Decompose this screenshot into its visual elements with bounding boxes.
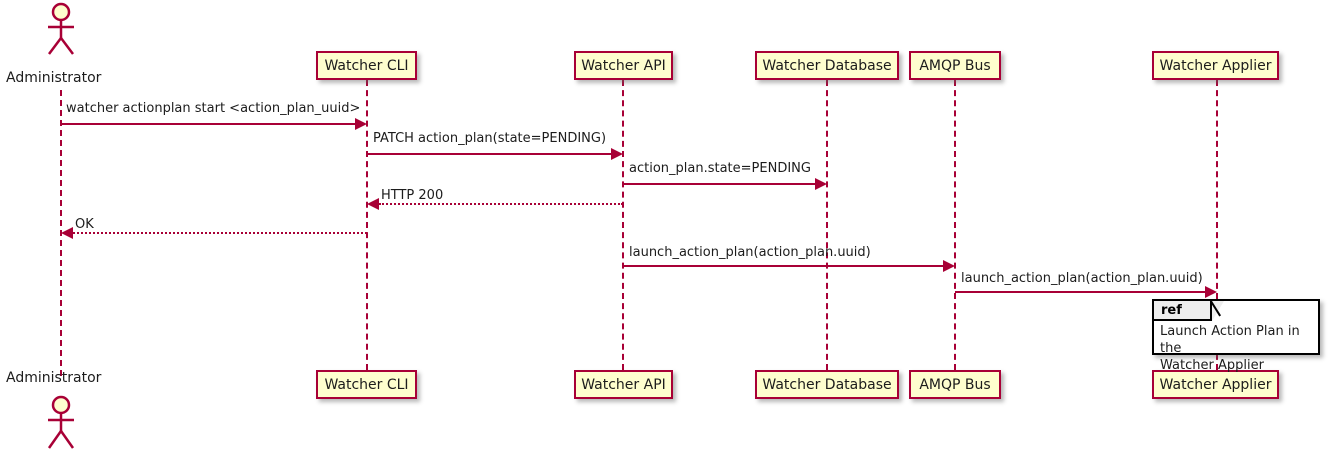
actor-administrator-top	[48, 2, 74, 55]
message-line-ok	[73, 232, 367, 234]
participant-box-watcher-database-top[interactable]: Watcher Database	[755, 51, 899, 80]
lifeline-watcher-cli	[366, 80, 368, 370]
lifeline-watcher-database	[826, 80, 828, 370]
message-line-http-200	[379, 203, 623, 205]
message-line-action-plan-state-pending	[623, 183, 815, 185]
ref-fragment-text: Launch Action Plan in the Watcher Applie…	[1160, 324, 1300, 373]
participant-box-watcher-applier-top[interactable]: Watcher Applier	[1152, 51, 1279, 80]
message-line-launch-action-plan-api-to-bus	[623, 265, 943, 267]
message-label-ok: OK	[75, 217, 94, 232]
lifeline-watcher-api	[622, 80, 624, 370]
message-arrowhead-watcher-actionplan-start	[355, 118, 367, 130]
message-arrowhead-launch-action-plan-bus-to-applier	[1205, 286, 1217, 298]
participant-box-amqp-bus-top[interactable]: AMQP Bus	[909, 51, 1001, 80]
participant-box-watcher-applier-bottom[interactable]: Watcher Applier	[1152, 370, 1279, 399]
participant-box-watcher-api-top[interactable]: Watcher API	[574, 51, 673, 80]
ref-fragment-tab-label: ref	[1154, 301, 1212, 321]
message-arrowhead-action-plan-state-pending	[815, 178, 827, 190]
message-label-launch-action-plan-api-to-bus: launch_action_plan(action_plan.uuid)	[629, 245, 871, 260]
participant-box-watcher-cli-top[interactable]: Watcher CLI	[316, 51, 417, 80]
message-label-http-200: HTTP 200	[381, 188, 444, 203]
message-arrowhead-patch-action-plan	[611, 148, 623, 160]
ref-fragment-tab-notch	[1212, 301, 1224, 321]
participant-box-watcher-api-bottom[interactable]: Watcher API	[574, 370, 673, 399]
message-label-watcher-actionplan-start: watcher actionplan start <action_plan_uu…	[66, 101, 361, 116]
participant-box-amqp-bus-bottom[interactable]: AMQP Bus	[909, 370, 1001, 399]
participant-box-watcher-database-bottom[interactable]: Watcher Database	[755, 370, 899, 399]
message-arrowhead-http-200	[367, 198, 379, 210]
lifeline-amqp-bus	[954, 80, 956, 370]
message-arrowhead-ok	[61, 227, 73, 239]
lifeline-watcher-applier	[1216, 80, 1218, 370]
message-line-watcher-actionplan-start	[61, 123, 355, 125]
actor-label-administrator-top: Administrator	[6, 70, 102, 86]
message-arrowhead-launch-action-plan-api-to-bus	[943, 260, 955, 272]
ref-fragment: ref Launch Action Plan in the Watcher Ap…	[1152, 299, 1320, 373]
message-line-patch-action-plan	[367, 153, 611, 155]
participant-box-watcher-cli-bottom[interactable]: Watcher CLI	[316, 370, 417, 399]
message-label-patch-action-plan: PATCH action_plan(state=PENDING)	[373, 131, 607, 146]
actor-label-administrator-bottom: Administrator	[6, 370, 102, 386]
actor-administrator-bottom	[47, 395, 75, 449]
message-label-launch-action-plan-bus-to-applier: launch_action_plan(action_plan.uuid)	[961, 271, 1203, 286]
message-line-launch-action-plan-bus-to-applier	[955, 291, 1205, 293]
message-label-action-plan-state-pending: action_plan.state=PENDING	[629, 161, 811, 176]
